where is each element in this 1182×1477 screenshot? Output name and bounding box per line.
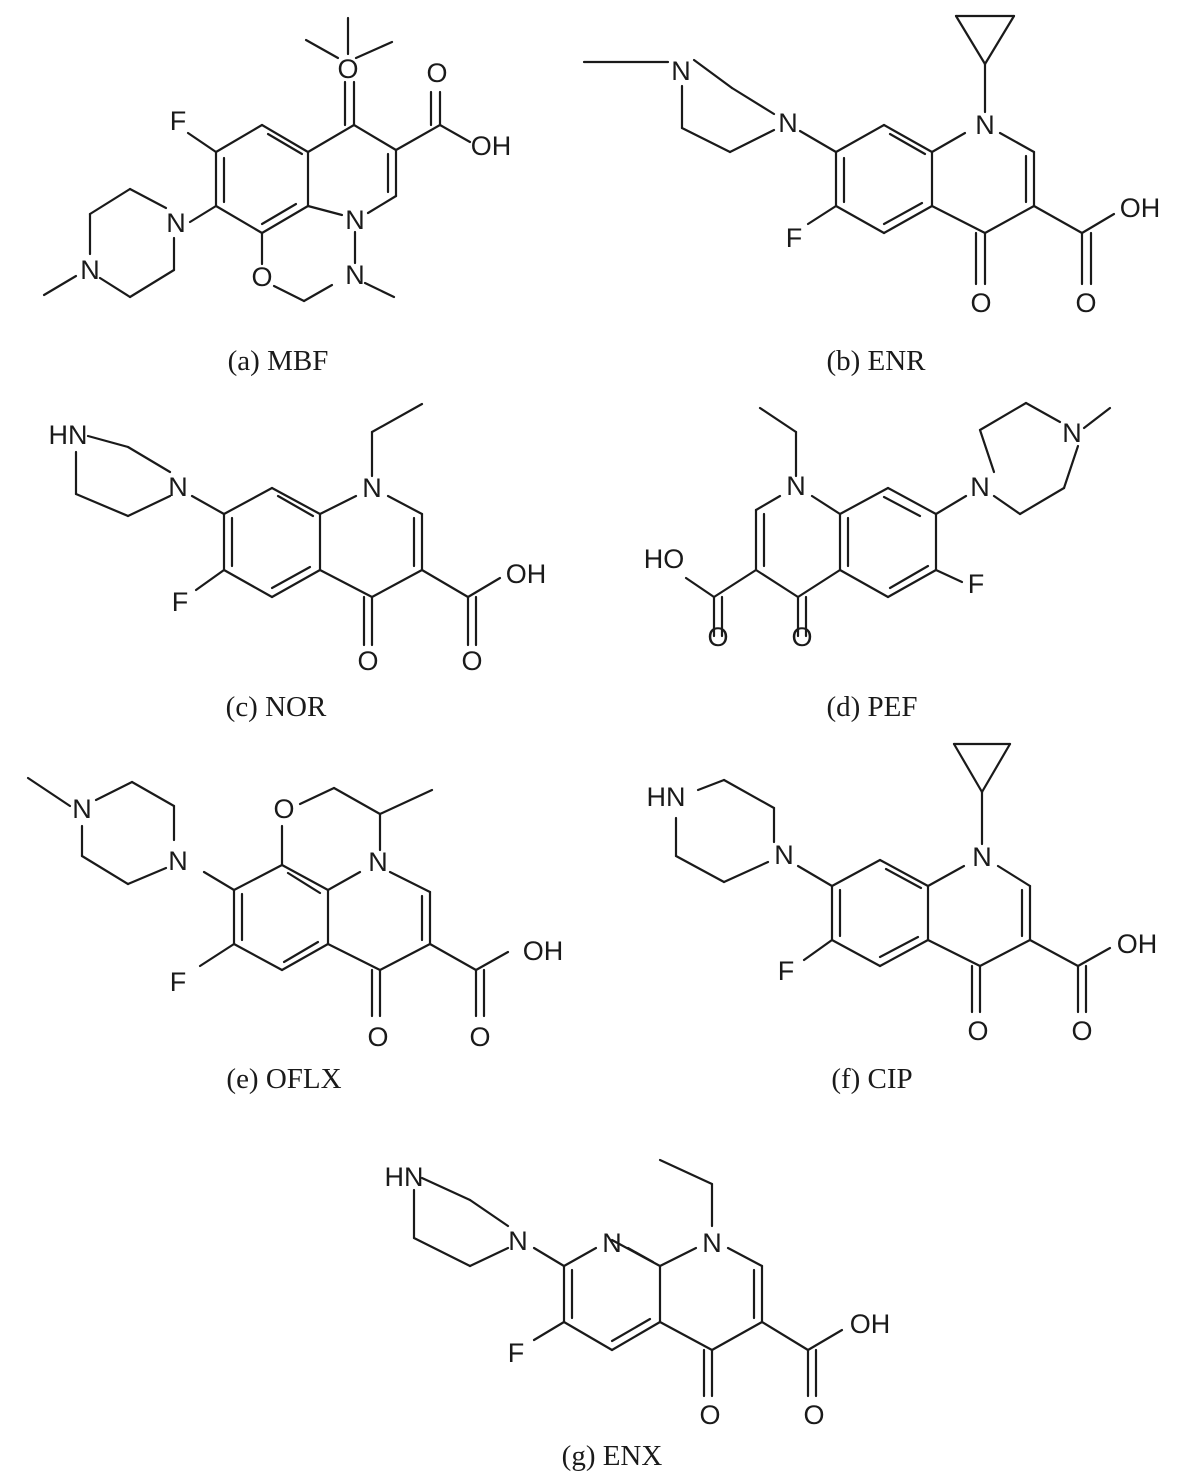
enr-piperazine-nitrogen-label: N <box>778 108 798 138</box>
cip-amine-label: HN <box>647 782 686 812</box>
caption-cip: (f) CIP <box>831 1063 912 1095</box>
molecule-enx: N N N HN F OH O O (g) ENX <box>385 1158 891 1472</box>
mbf-acid-oxygen-label: O <box>426 58 447 88</box>
cip-keto-oxygen-label: O <box>967 1016 988 1046</box>
nor-acid-oxygen-label: O <box>461 646 482 676</box>
cip-hydroxyl-label: OH <box>1117 929 1158 959</box>
caption-enr: (b) ENR <box>826 345 926 377</box>
caption-oflx: (e) OFLX <box>226 1063 341 1095</box>
molecule-oflx: O N N N F OH O O (e) OFLX <box>26 776 564 1095</box>
oflx-acid-oxygen-label: O <box>469 1022 490 1052</box>
enr-ring-nitrogen-label: N <box>975 110 995 140</box>
enx-hydroxyl-label: OH <box>850 1309 891 1339</box>
mbf-fluorine-label: F <box>170 106 187 136</box>
enx-keto-oxygen-label: O <box>699 1400 720 1430</box>
oflx-hydroxyl-label: OH <box>523 936 564 966</box>
caption-nor: (c) NOR <box>226 691 327 723</box>
enr-hydroxyl-label: OH <box>1120 193 1161 223</box>
nor-amine-label: HN <box>49 420 88 450</box>
enr-keto-oxygen-label: O <box>970 288 991 318</box>
nor-fluorine-label: F <box>172 587 189 617</box>
pef-hydroxyl-label: HO <box>644 544 685 574</box>
mbf-ring-nitrogen-label: N <box>345 205 365 235</box>
oflx-piperazine-nitrogen-label: N <box>168 846 188 876</box>
enx-amine-label: HN <box>385 1162 424 1192</box>
molecule-enr: N N N F OH O O (b) ENR <box>582 14 1161 377</box>
pef-ring-nitrogen-label: N <box>786 471 806 501</box>
nor-piperazine-nitrogen-label: N <box>168 472 188 502</box>
mbf-methylamino-nitrogen-label: N <box>345 260 365 290</box>
molecule-pef: N N N F HO O O (d) PEF <box>644 401 1112 723</box>
oflx-ring-oxygen-label: O <box>273 794 294 824</box>
enr-acid-oxygen-label: O <box>1075 288 1096 318</box>
oflx-methylpiperazine-nitrogen-label: N <box>72 794 92 824</box>
pef-methylpiperazine-nitrogen-label: N <box>1062 418 1082 448</box>
cip-piperazine-nitrogen-label: N <box>774 840 794 870</box>
mbf-hydroxyl-label: OH <box>471 131 512 161</box>
caption-pef: (d) PEF <box>826 691 917 723</box>
oflx-ring-nitrogen-label: N <box>368 847 388 877</box>
nor-keto-oxygen-label: O <box>357 646 378 676</box>
molecule-cip: N N HN F OH O O (f) CIP <box>647 742 1158 1095</box>
mbf-ring-oxygen-label: O <box>251 262 272 292</box>
pef-acid-oxygen-label: O <box>707 622 728 652</box>
enx-naphthyridine-nitrogen-label: N <box>602 1228 622 1258</box>
pef-keto-oxygen-label: O <box>791 622 812 652</box>
cip-fluorine-label: F <box>778 956 795 986</box>
mbf-methylpiperazine-nitrogen-label: N <box>80 255 100 285</box>
caption-enx: (g) ENX <box>562 1440 663 1472</box>
cip-ring-nitrogen-label: N <box>972 842 992 872</box>
molecule-nor: N N HN F OH O O (c) NOR <box>49 402 547 723</box>
nor-ring-nitrogen-label: N <box>362 473 382 503</box>
enx-fluorine-label: F <box>508 1338 525 1368</box>
mbf-piperazine-nitrogen-label: N <box>166 208 186 238</box>
cip-acid-oxygen-label: O <box>1071 1016 1092 1046</box>
mbf-carbonyl-oxygen-label: O <box>337 54 358 84</box>
enx-piperazine-nitrogen-label: N <box>508 1226 528 1256</box>
enr-fluorine-label: F <box>786 223 803 253</box>
enx-acid-oxygen-label: O <box>803 1400 824 1430</box>
nor-hydroxyl-label: OH <box>506 559 547 589</box>
oflx-keto-oxygen-label: O <box>367 1022 388 1052</box>
molecule-mbf: F OH O O O N N N N (a) MBF <box>42 16 512 377</box>
oflx-fluorine-label: F <box>170 967 187 997</box>
enx-ring-nitrogen-label: N <box>702 1228 722 1258</box>
enr-ethylpiperazine-nitrogen-label: N <box>671 56 691 86</box>
pef-piperazine-nitrogen-label: N <box>970 472 990 502</box>
pef-fluorine-label: F <box>968 569 985 599</box>
caption-mbf: (a) MBF <box>228 345 329 377</box>
